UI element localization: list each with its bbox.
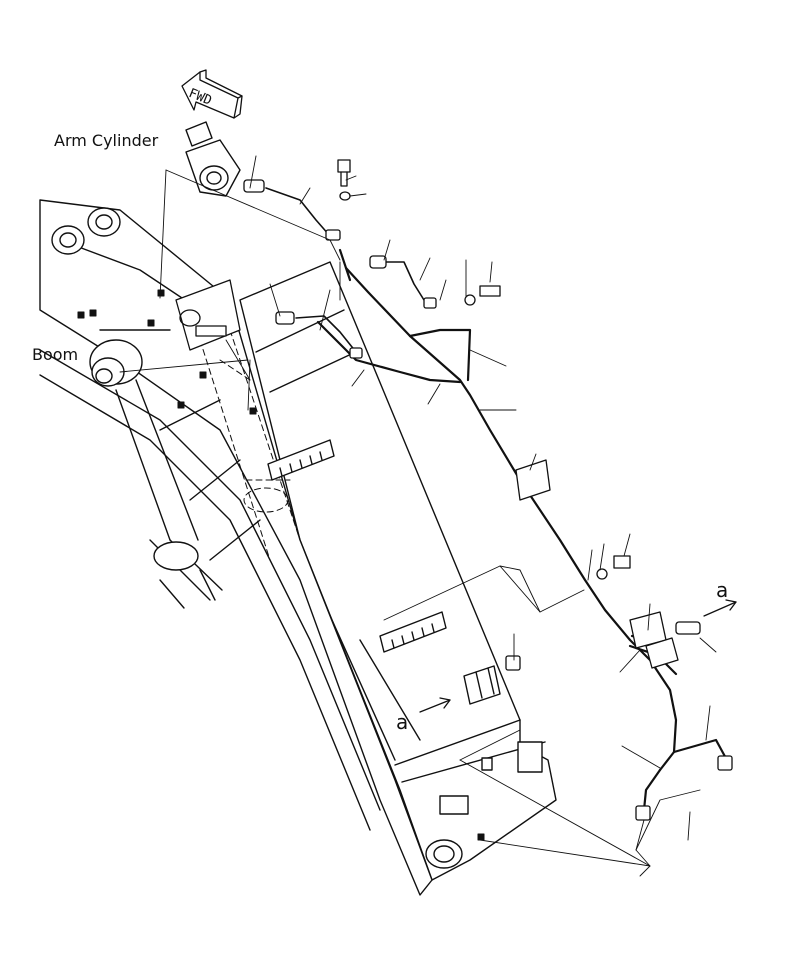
sensor-leads: [265, 187, 425, 353]
arm-cylinder: [185, 121, 241, 197]
arm-cylinder-label: Arm Cylinder: [54, 131, 159, 150]
hidden-cylinder-dashed: [199, 329, 301, 561]
sensor-connectors: [243, 179, 733, 821]
fwd-arrow-icon: [181, 69, 243, 119]
boom-label: Boom: [32, 345, 79, 364]
bolts-washers: [337, 159, 631, 580]
boom-nuts: [77, 289, 485, 841]
harness-clamps: [629, 611, 679, 669]
view-a-label-right: a: [716, 578, 729, 602]
main-harness: [316, 248, 730, 812]
view-a-label-left: a: [396, 710, 409, 734]
view-a-arrows: [419, 599, 737, 713]
boom-top-bracket: [175, 279, 241, 351]
arm-clamps: [267, 439, 501, 705]
boom-cylinder: [89, 339, 223, 609]
leader-lines: [119, 155, 717, 877]
